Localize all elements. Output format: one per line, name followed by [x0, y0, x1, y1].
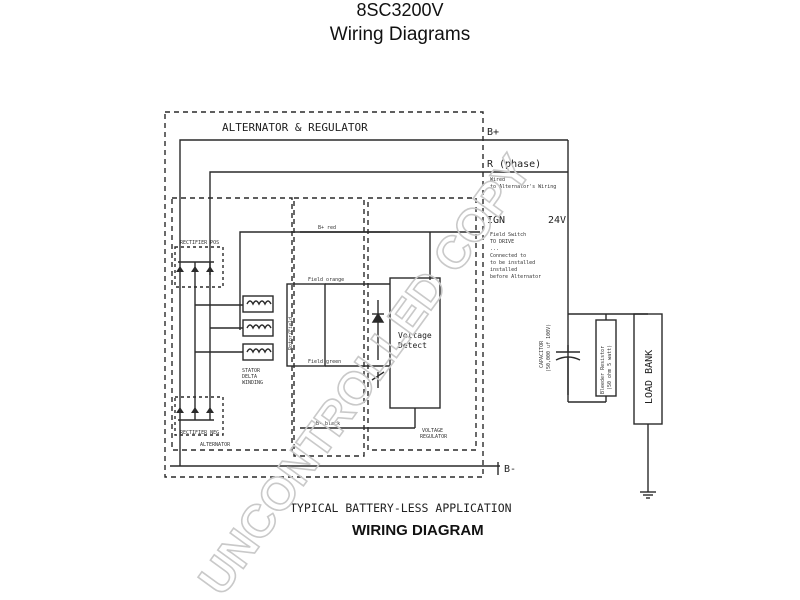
ign-note-2: TO DRIVE [490, 239, 514, 245]
voltage-detect-label-2: Detect [398, 341, 427, 350]
terminal-ign-voltage: 24V [548, 215, 566, 226]
r-phase-note-1: Wired [490, 177, 505, 183]
diagram-caption: WIRING DIAGRAM [352, 522, 484, 539]
capacitor-label-1: CAPACITOR [539, 340, 545, 368]
ign-wire [239, 231, 480, 330]
rectifier-neg-group [174, 396, 224, 436]
stator-winding-label-1: STATOR [242, 368, 261, 374]
block-label: ALTERNATOR & REGULATOR [222, 121, 368, 134]
wire-label-field-green: Field green [308, 359, 341, 365]
terminal-b-plus: B+ [487, 127, 499, 138]
voltage-detect-label-1: Voltage [398, 331, 432, 340]
rotor-field-label: Rotor/Field [288, 317, 294, 350]
ign-note-3: ... [490, 246, 499, 252]
application-caption: TYPICAL BATTERY-LESS APPLICATION [290, 501, 512, 515]
page-subtitle: Wiring Diagrams [329, 24, 471, 45]
voltage-regulator-label-2: REGULATOR [420, 434, 448, 440]
alternator-inner-box [171, 197, 293, 451]
resistor-label-1: Bleeder Resistor [600, 346, 606, 394]
model-title: 8SC3200V [356, 0, 444, 20]
capacitor-label-2: (50,000 uf 100V) [546, 324, 552, 372]
voltage-regulator-box [367, 197, 477, 451]
load-bank-label: LOAD BANK [644, 350, 655, 404]
terminal-r-phase: R (phase) [487, 159, 541, 170]
alternator-label: ALTERNATOR [200, 442, 231, 448]
wire-label-b-black: B- black [316, 421, 340, 427]
stator-winding-label-2: DELTA [242, 374, 257, 380]
rectifier-diodes [176, 266, 214, 413]
terminal-ign: IGN [487, 215, 505, 226]
alternator-regulator-enclosure [164, 111, 484, 478]
stator-coil-3 [242, 343, 274, 361]
ign-note-5: to be installed [490, 260, 535, 266]
stator-coil-1 [242, 295, 274, 313]
stator-winding-label-3: WINDING [242, 380, 263, 386]
rectifier-pos-label: RECTIFIER POS [180, 240, 219, 246]
wire-label-field-orange: Field orange [308, 277, 344, 283]
rotor-field [286, 283, 326, 367]
ign-note-4: Connected to [490, 253, 526, 259]
ign-note-6: installed [490, 267, 517, 273]
rectifier-pos-group [174, 246, 224, 288]
wire-label-b-red: B+ red [318, 225, 336, 231]
r-phase-wire [209, 171, 568, 275]
r-phase-note-2: to Alternator's Wiring [490, 184, 556, 190]
ign-note-1: Field Switch [490, 232, 526, 238]
stator-coil-2 [242, 319, 274, 337]
terminal-b-minus: B- [504, 464, 516, 475]
rectifier-neg-label: RECTIFIER NEG [180, 430, 219, 436]
bleeder-resistor [595, 319, 617, 397]
voltage-regulator-label-1: VOLTAGE [422, 428, 443, 434]
ign-note-7: before Alternator [490, 274, 541, 280]
rotor-box [293, 197, 365, 457]
resistor-label-2: (50 ohm 5 watt) [607, 345, 613, 390]
b-plus-wire [179, 139, 568, 270]
ground-symbol [640, 491, 656, 499]
